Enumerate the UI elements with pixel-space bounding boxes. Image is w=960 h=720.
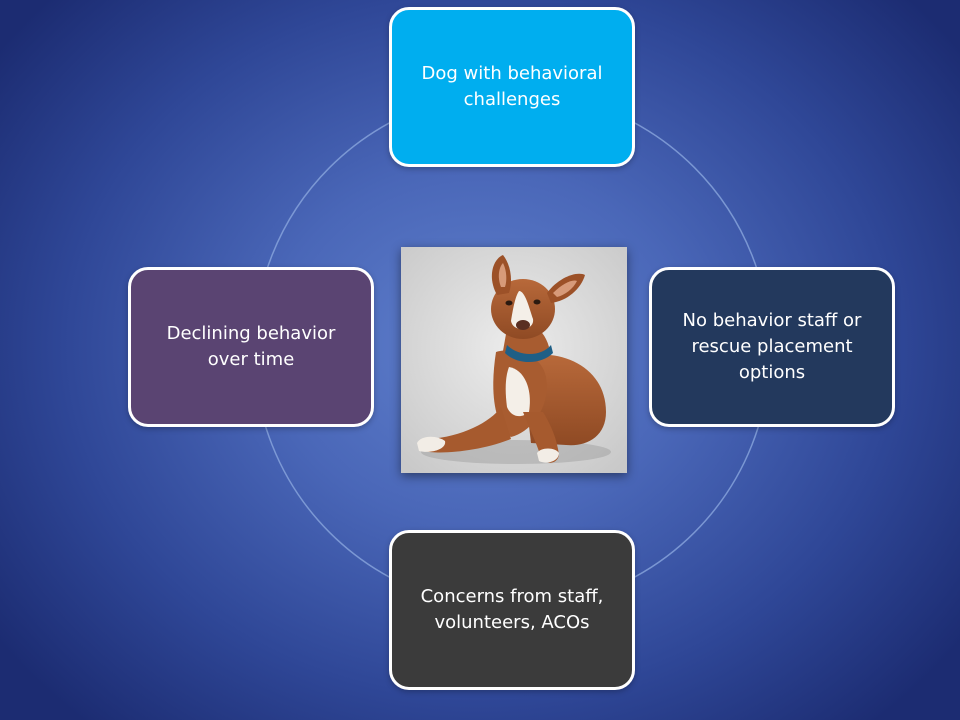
node-left-label: Declining behavior over time [166,323,336,370]
dog-photo [401,247,627,473]
cycle-node-right: No behavior staff or rescue placement op… [649,267,895,427]
cycle-node-left: Declining behavior over time [128,267,374,427]
cycle-node-bottom: Concerns from staff, volunteers, ACOs [389,530,635,690]
node-top-label: Dog with behavioral challenges [421,63,603,110]
dog-illustration [401,247,627,473]
node-right-label: No behavior staff or rescue placement op… [682,310,862,383]
cycle-node-top: Dog with behavioral challenges [389,7,635,167]
node-bottom-label: Concerns from staff, volunteers, ACOs [420,586,604,633]
